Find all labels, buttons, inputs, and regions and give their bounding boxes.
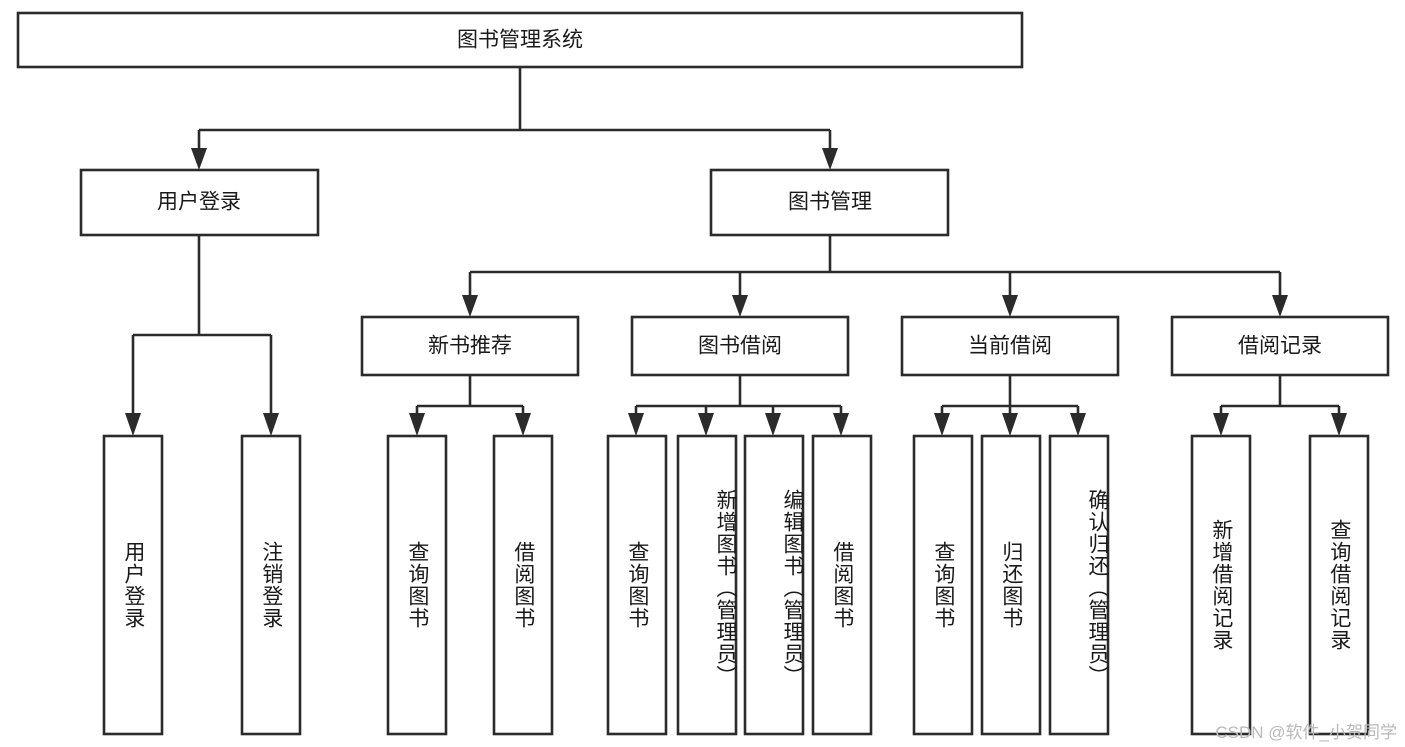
- connector-group-new-book: [409, 375, 531, 436]
- arrow-head-book-borrow: [732, 295, 748, 317]
- node-new-book-recommend-label: 新书推荐: [428, 335, 512, 358]
- node-leaf-bb-query-book[interactable]: [606, 434, 668, 736]
- arrow-head-leaf-cb-1: [934, 413, 950, 436]
- node-user-login[interactable]: [79, 168, 320, 237]
- node-leaf-bb-borrow-book[interactable]: [811, 434, 873, 736]
- node-book-borrow-label: 图书借阅: [698, 335, 782, 358]
- arrow-head-leaf-nb-1: [409, 413, 425, 436]
- arrow-head-leaf-bb-1: [628, 413, 644, 436]
- node-leaf-br-add-record[interactable]: [1190, 434, 1252, 736]
- node-leaf-user-login-login[interactable]: [102, 434, 164, 736]
- arrow-head-leaf-nb-2: [515, 413, 531, 436]
- arrow-head-leaf-user-login-1: [125, 413, 141, 436]
- node-book-manage-label: 图书管理: [788, 191, 872, 214]
- arrow-head-new-book: [462, 295, 478, 317]
- arrow-head-leaf-bb-3: [765, 413, 781, 436]
- node-leaf-bb-add-book[interactable]: [676, 434, 738, 736]
- node-leaf-bb-edit-book[interactable]: [743, 434, 805, 736]
- arrow-head-leaf-cb-2: [1002, 413, 1018, 436]
- node-new-book-recommend[interactable]: [360, 315, 580, 377]
- connector-group-book-borrow: [628, 375, 849, 436]
- node-leaf-cb-return-book[interactable]: [980, 434, 1042, 736]
- node-book-manage[interactable]: [709, 168, 950, 237]
- arrow-head-leaf-bb-2: [698, 413, 714, 436]
- arrow-head-leaf-cb-3: [1070, 413, 1086, 436]
- node-leaf-nb-query-book[interactable]: [386, 434, 448, 736]
- watermark: CSDN @软件_小贺同学: [1215, 723, 1397, 742]
- arrow-head-user-login: [191, 148, 207, 170]
- node-borrow-record-label: 借阅记录: [1238, 335, 1322, 358]
- arrow-head-borrow-record: [1272, 295, 1288, 317]
- node-current-borrow-label: 当前借阅: [968, 335, 1052, 358]
- connector-group-current-borrow: [934, 375, 1086, 436]
- connector-group-borrow-record: [1213, 375, 1347, 436]
- arrow-head-leaf-br-1: [1213, 413, 1229, 436]
- node-root-label: 图书管理系统: [457, 29, 583, 52]
- connector-group-root: [191, 67, 838, 170]
- arrow-head-leaf-bb-4: [833, 413, 849, 436]
- node-leaf-br-query-record[interactable]: [1308, 434, 1370, 736]
- arrow-head-book-manage: [822, 148, 838, 170]
- node-leaf-user-login-logout[interactable]: [240, 434, 302, 736]
- node-root[interactable]: [16, 11, 1024, 69]
- connector-group-book-manage: [462, 235, 1288, 317]
- node-leaf-cb-query-book[interactable]: [912, 434, 974, 736]
- connector-group-user-login: [125, 235, 279, 436]
- node-current-borrow[interactable]: [900, 315, 1120, 377]
- node-leaf-cb-confirm-return[interactable]: [1048, 434, 1110, 736]
- node-user-login-label: 用户登录: [157, 191, 241, 214]
- node-borrow-record[interactable]: [1170, 315, 1390, 377]
- arrow-head-leaf-user-login-2: [263, 413, 279, 436]
- arrow-head-current-borrow: [1002, 295, 1018, 317]
- node-book-borrow[interactable]: [630, 315, 850, 377]
- node-leaf-nb-borrow-book[interactable]: [492, 434, 554, 736]
- arrow-head-leaf-br-2: [1331, 413, 1347, 436]
